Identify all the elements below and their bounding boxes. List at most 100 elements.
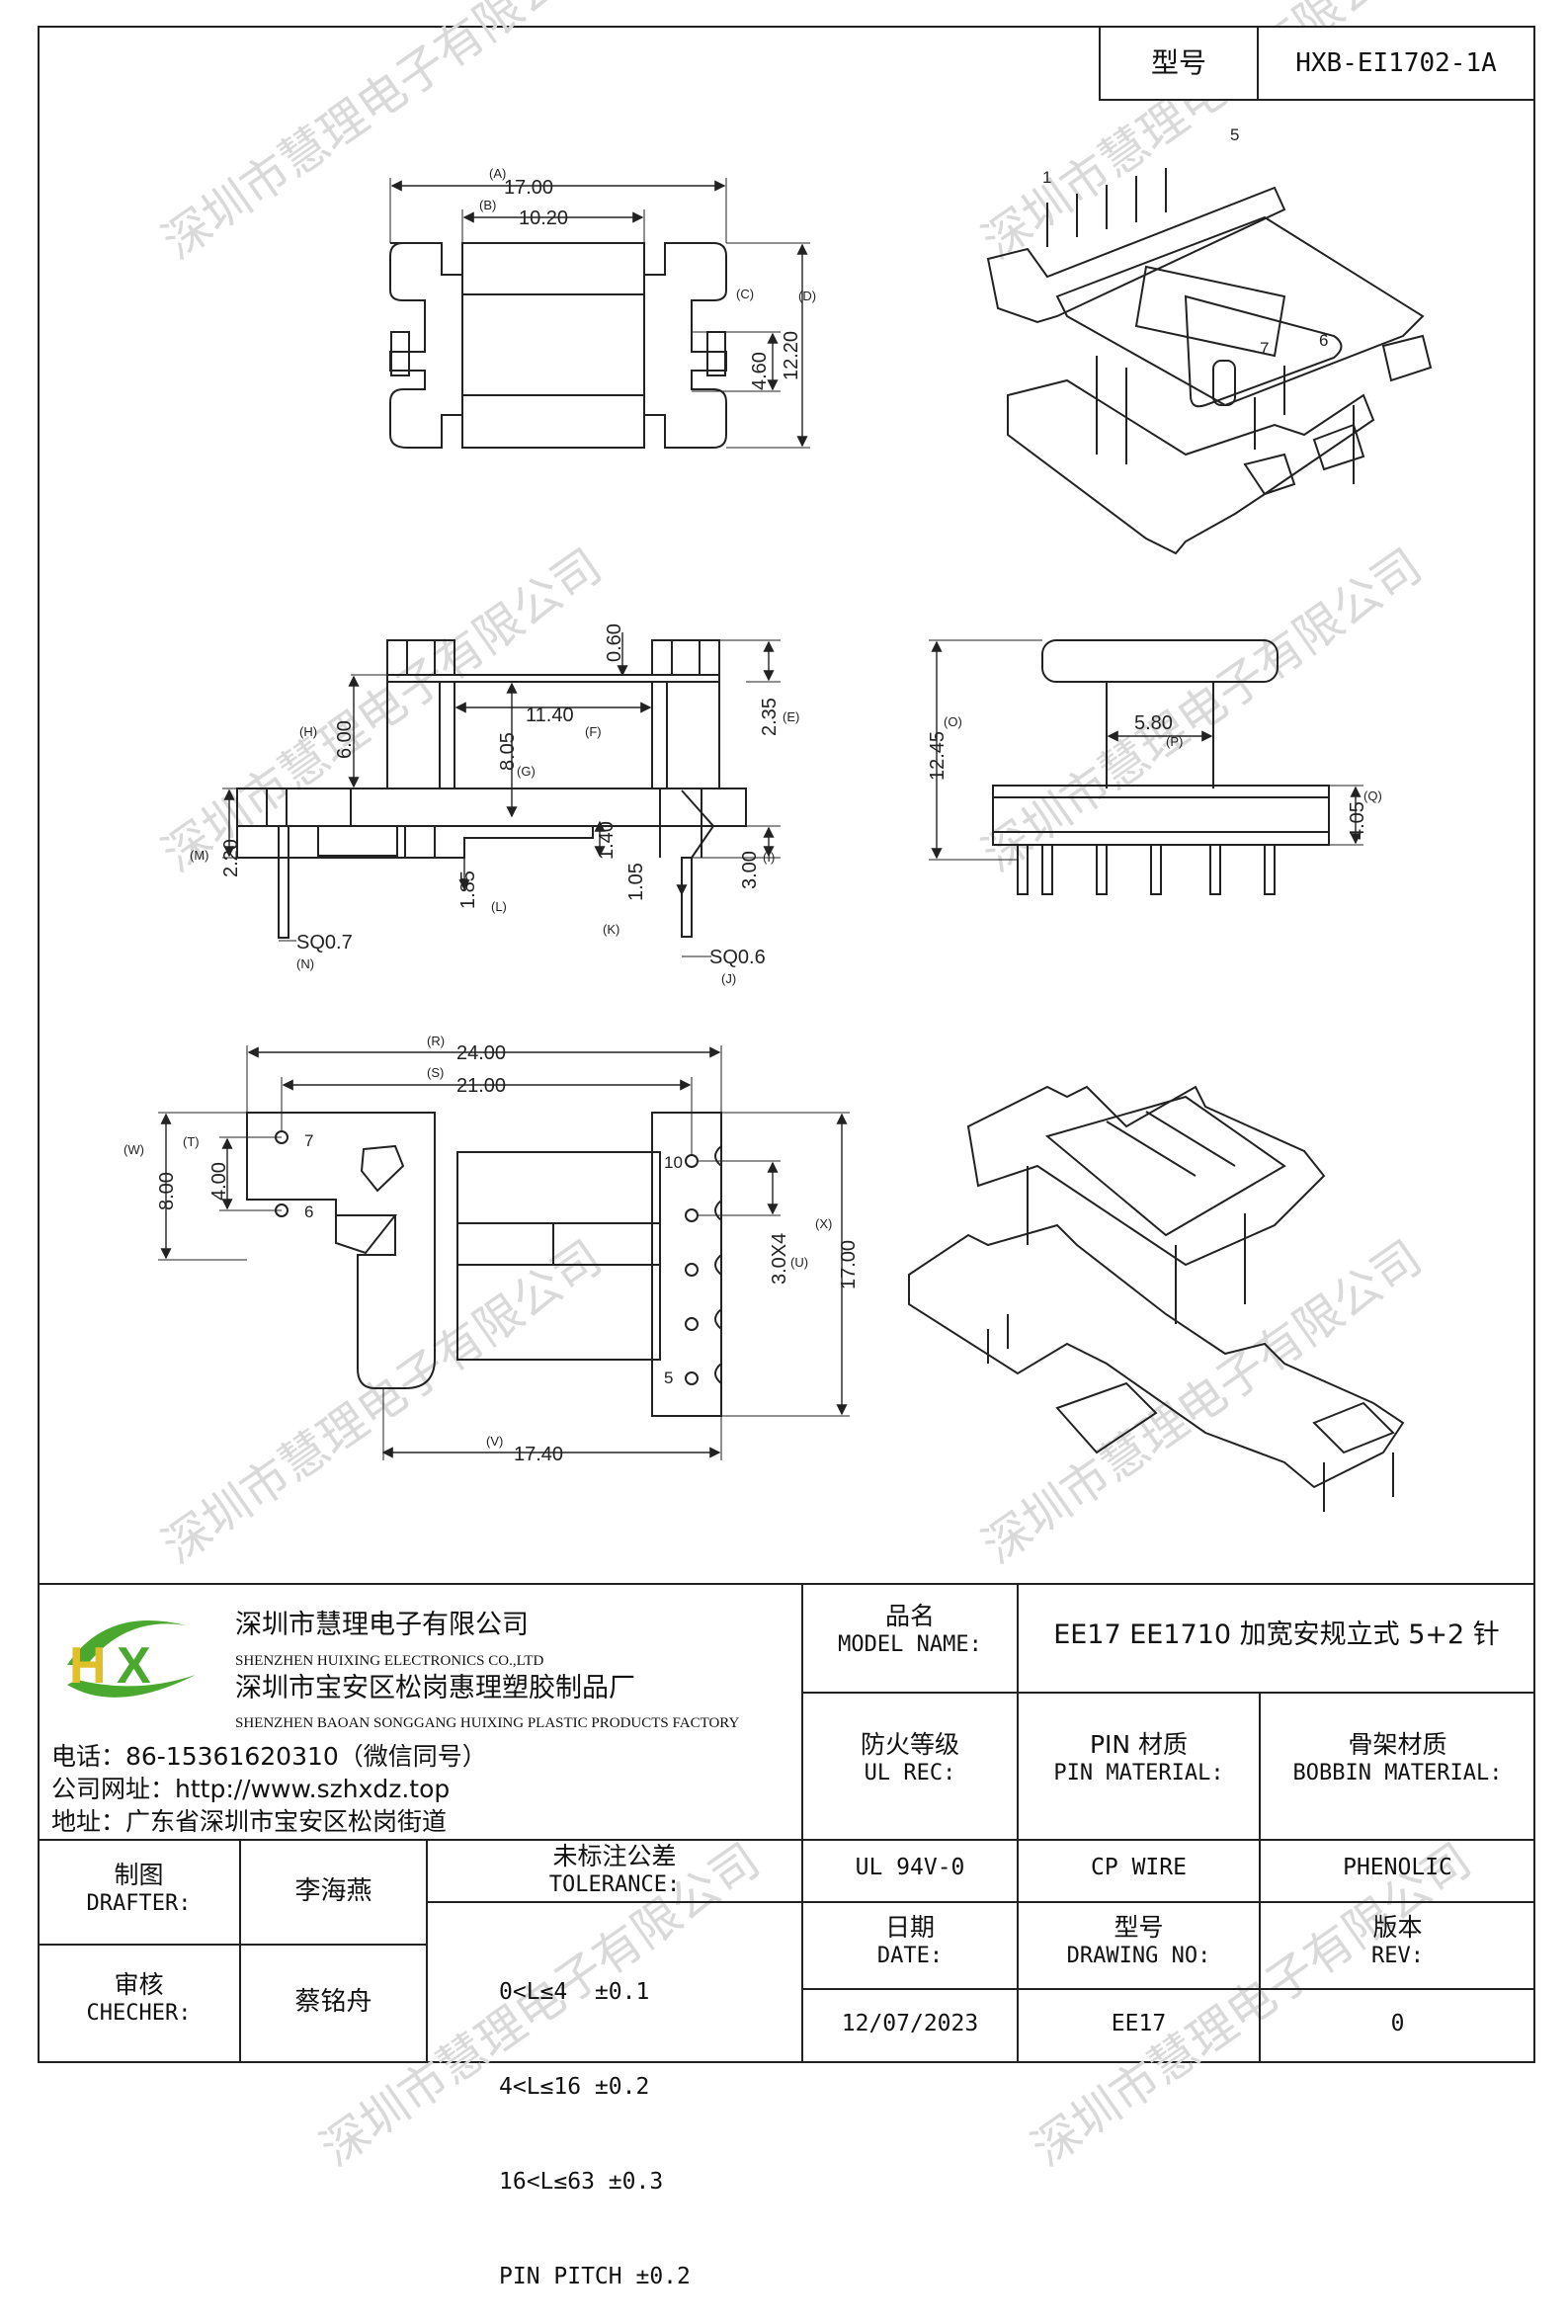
dim-D-label: (D) — [798, 289, 816, 303]
iso-view-top — [986, 168, 1433, 555]
dim-L-value: 1.85 — [457, 871, 479, 909]
pin-label: 1 — [1042, 168, 1051, 187]
bobbin-label-cn: 骨架材质 — [1348, 1730, 1447, 1759]
dim-E-label: (E) — [783, 709, 799, 724]
tolerance-label: 未标注公差 TOLERANCE: — [427, 1841, 802, 1899]
rev-value: 0 — [1390, 2011, 1405, 2036]
rev-label-cn: 版本 — [1372, 1913, 1423, 1942]
model-label-cn: 品名 — [884, 1602, 935, 1630]
dim-I-value: 3.00 — [739, 851, 761, 889]
company-name-cn: 深圳市慧理电子有限公司 — [235, 1610, 529, 1640]
tolerance-line: PIN PITCH ±0.2 — [499, 2264, 691, 2289]
dim-A-value: 17.00 — [504, 177, 553, 199]
tolerance-label-cn: 未标注公差 — [552, 1842, 677, 1870]
bobbin-material-label: 骨架材质 BOBBIN MATERIAL: — [1260, 1729, 1535, 1787]
technical-drawing: 1 5 7 6 7 6 10 5 (A) 17.00 (B) 10.20 (C)… — [38, 125, 1535, 2063]
factory-name-en: SHENZHEN BAOAN SONGGANG HUIXING PLASTIC … — [235, 1715, 740, 1731]
date-label-en: DATE: — [876, 1944, 944, 1969]
pin-label-cn: PIN 材质 — [1089, 1730, 1189, 1759]
dim-K-label: (K) — [603, 922, 619, 937]
pin-label: 5 — [664, 1369, 673, 1387]
dim-X-label: (X) — [815, 1216, 832, 1231]
dim-G-label: (G) — [517, 764, 536, 779]
bobbin-label-en: BOBBIN MATERIAL: — [1292, 1761, 1503, 1786]
dim-V-label: (V) — [486, 1434, 503, 1449]
checker-label: 审核 CHECHER: — [38, 1969, 240, 2028]
dim-T-label: (T) — [183, 1134, 200, 1149]
dim-E-value: 2.35 — [759, 698, 781, 736]
dim-K2-value: 1.40 — [596, 821, 618, 860]
dim-C-label: (C) — [736, 287, 754, 301]
top-view — [389, 178, 810, 449]
dim-G-value: 8.05 — [497, 732, 519, 771]
tolerance-line: 16<L≤63 ±0.3 — [499, 2169, 664, 2195]
drawing-sheet — [38, 26, 1535, 2063]
svg-text:H: H — [69, 1637, 107, 1695]
pin-label: 6 — [1319, 331, 1328, 350]
dim-S-value: 21.00 — [456, 1075, 506, 1097]
company-address: 地址：广东省深圳市宝安区松岗街道 — [51, 1807, 448, 1836]
checker-name: 蔡铭舟 — [294, 1987, 372, 2017]
dim-L-label: (L) — [491, 899, 507, 914]
dim-R-label: (R) — [427, 1034, 445, 1048]
dim-M-label: (M) — [190, 848, 209, 863]
svg-text:X: X — [117, 1637, 151, 1695]
tolerance-label-en: TOLERANCE: — [548, 1872, 681, 1898]
dim-X-value: 17.00 — [838, 1240, 860, 1289]
dim-H-value: 6.00 — [334, 720, 356, 759]
pin-material-value: CP WIRE — [1091, 1855, 1187, 1880]
drawing-no-label: 型号 DRAWING NO: — [1018, 1912, 1260, 1970]
rev-label-en: REV: — [1371, 1944, 1424, 1969]
model-value: EE17 EE1710 加宽安规立式 5+2 针 — [1053, 1619, 1500, 1650]
checker-label-en: CHECHER: — [86, 2001, 192, 2027]
dim-Q-label: (Q) — [1363, 788, 1382, 803]
model-label: 品名 MODEL NAME: — [802, 1601, 1018, 1659]
dim-V-value: 17.40 — [514, 1444, 563, 1465]
dim-C-value: 4.60 — [749, 352, 771, 390]
date-value: 12/07/2023 — [841, 2011, 979, 2036]
dim-F-label: (F) — [585, 724, 602, 739]
dim-O-label: (O) — [944, 714, 962, 729]
dim-A-label: (A) — [489, 166, 506, 181]
dim-P-value: 5.80 — [1134, 712, 1173, 734]
dim-K-value: 1.05 — [625, 863, 647, 901]
dim-top-gap: 0.60 — [604, 623, 625, 662]
dim-T-value: 4.00 — [208, 1162, 230, 1201]
dim-S-label: (S) — [427, 1065, 444, 1080]
dim-M-value: 2.20 — [220, 839, 242, 877]
dim-J-label: (J) — [721, 971, 736, 986]
dim-D-value: 12.20 — [781, 331, 802, 380]
dim-I-label: (I) — [763, 850, 775, 865]
end-view — [929, 639, 1363, 895]
dim-N-value: SQ0.7 — [296, 932, 353, 954]
pin-material-label: PIN 材质 PIN MATERIAL: — [1018, 1729, 1260, 1787]
dim-B-value: 10.20 — [519, 208, 568, 229]
drafter-name: 李海燕 — [294, 1876, 372, 1906]
dim-R-value: 24.00 — [456, 1042, 506, 1064]
title-block-grid — [38, 1583, 1535, 2063]
tolerance-table: 0<L≤4 ±0.1 4<L≤16 ±0.2 16<L≤63 ±0.3 PIN … — [499, 1913, 691, 2324]
drawing-no-label-en: DRAWING NO: — [1066, 1944, 1211, 1969]
dim-O-value: 12.45 — [927, 731, 949, 781]
pin-label-en: PIN MATERIAL: — [1053, 1761, 1224, 1786]
fire-label-cn: 防火等级 — [860, 1730, 959, 1759]
pin-label: 6 — [304, 1203, 313, 1221]
dim-W-label: (W) — [124, 1142, 144, 1157]
company-logo: H X — [67, 1620, 196, 1698]
dim-H-label: (H) — [299, 724, 317, 739]
type-header: 型号 HXB-EI1702-1A — [1099, 26, 1535, 101]
drawing-no-value: EE17 — [1111, 2011, 1167, 2036]
dim-F-value: 11.40 — [526, 705, 574, 726]
pin-label: 10 — [664, 1153, 683, 1172]
drawing-no-label-cn: 型号 — [1114, 1913, 1164, 1942]
type-label: 型号 — [1101, 28, 1259, 99]
dim-W-value: 8.00 — [156, 1172, 178, 1210]
dim-U-label: (U) — [790, 1255, 808, 1270]
drafter-label: 制图 DRAFTER: — [38, 1860, 240, 1918]
model-label-en: MODEL NAME: — [838, 1632, 982, 1658]
company-phone: 电话：86-15361620310（微信同号） — [51, 1742, 487, 1771]
dim-N-label: (N) — [296, 956, 314, 971]
company-name-en: SHENZHEN HUIXING ELECTRONICS CO.,LTD — [235, 1653, 544, 1669]
pin-label: 5 — [1230, 125, 1239, 144]
iso-view-bottom — [908, 1085, 1405, 1512]
